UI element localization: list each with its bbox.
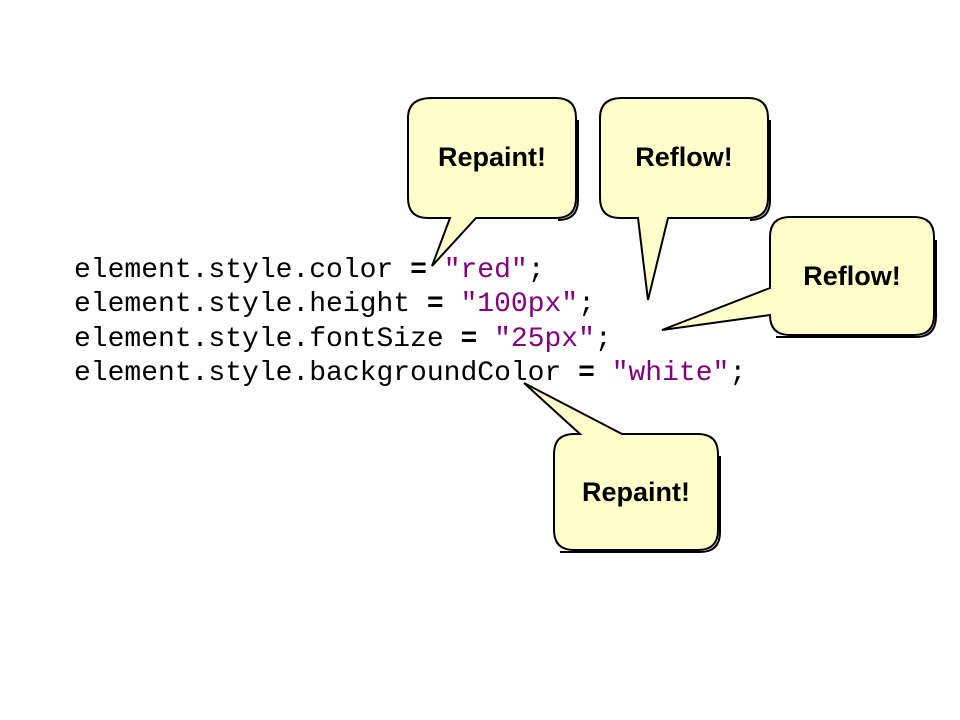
code-line-3-value: "25px" [494, 324, 595, 355]
code-line-2: element.style.height = "100px"; [74, 289, 595, 320]
callout-repaint-background-shadow [560, 456, 721, 553]
callout-repaint-color-shadow [557, 120, 579, 221]
code-line-2-prefix: element.style.height [74, 289, 410, 320]
code-line-1: element.style.color = "red"; [74, 255, 545, 286]
code-line-3: element.style.fontSize = "25px"; [74, 324, 612, 355]
code-line-2-operator: = [410, 289, 460, 320]
callout-repaint-color-label: Repaint! [438, 142, 546, 172]
callout-reflow-height-label: Reflow! [635, 142, 733, 172]
code-line-4-value: "white" [612, 358, 730, 389]
code-line-2-suffix: ; [578, 289, 595, 320]
callout-repaint-background-label: Repaint! [582, 477, 690, 507]
code-line-3-operator: = [444, 324, 494, 355]
code-line-4-operator: = [561, 358, 611, 389]
callout-reflow-fontsize: Reflow! [661, 216, 937, 338]
callout-reflow-height: Reflow! [599, 97, 771, 301]
code-line-1-prefix: element.style.color [74, 255, 393, 286]
callout-repaint-color-shape [407, 97, 577, 267]
code-line-4-suffix: ; [729, 358, 746, 389]
code-line-3-prefix: element.style.fontSize [74, 324, 444, 355]
code-line-2-value: "100px" [460, 289, 578, 320]
callout-reflow-fontsize-shadow [776, 240, 937, 338]
callout-reflow-height-shape [599, 97, 769, 301]
callout-reflow-fontsize-shape [661, 216, 935, 336]
code-line-4-prefix: element.style.backgroundColor [74, 358, 561, 389]
code-line-3-suffix: ; [595, 324, 612, 355]
callout-repaint-color: Repaint! [407, 97, 579, 267]
callout-repaint-background-shape [523, 382, 719, 551]
callout-reflow-fontsize-label: Reflow! [803, 261, 901, 291]
code-line-1-suffix: ; [528, 255, 545, 286]
callout-reflow-height-shadow [749, 120, 771, 221]
callout-repaint-background: Repaint! [523, 382, 721, 553]
code-line-4: element.style.backgroundColor = "white"; [74, 358, 746, 389]
code-line-1-value: "red" [444, 255, 528, 286]
